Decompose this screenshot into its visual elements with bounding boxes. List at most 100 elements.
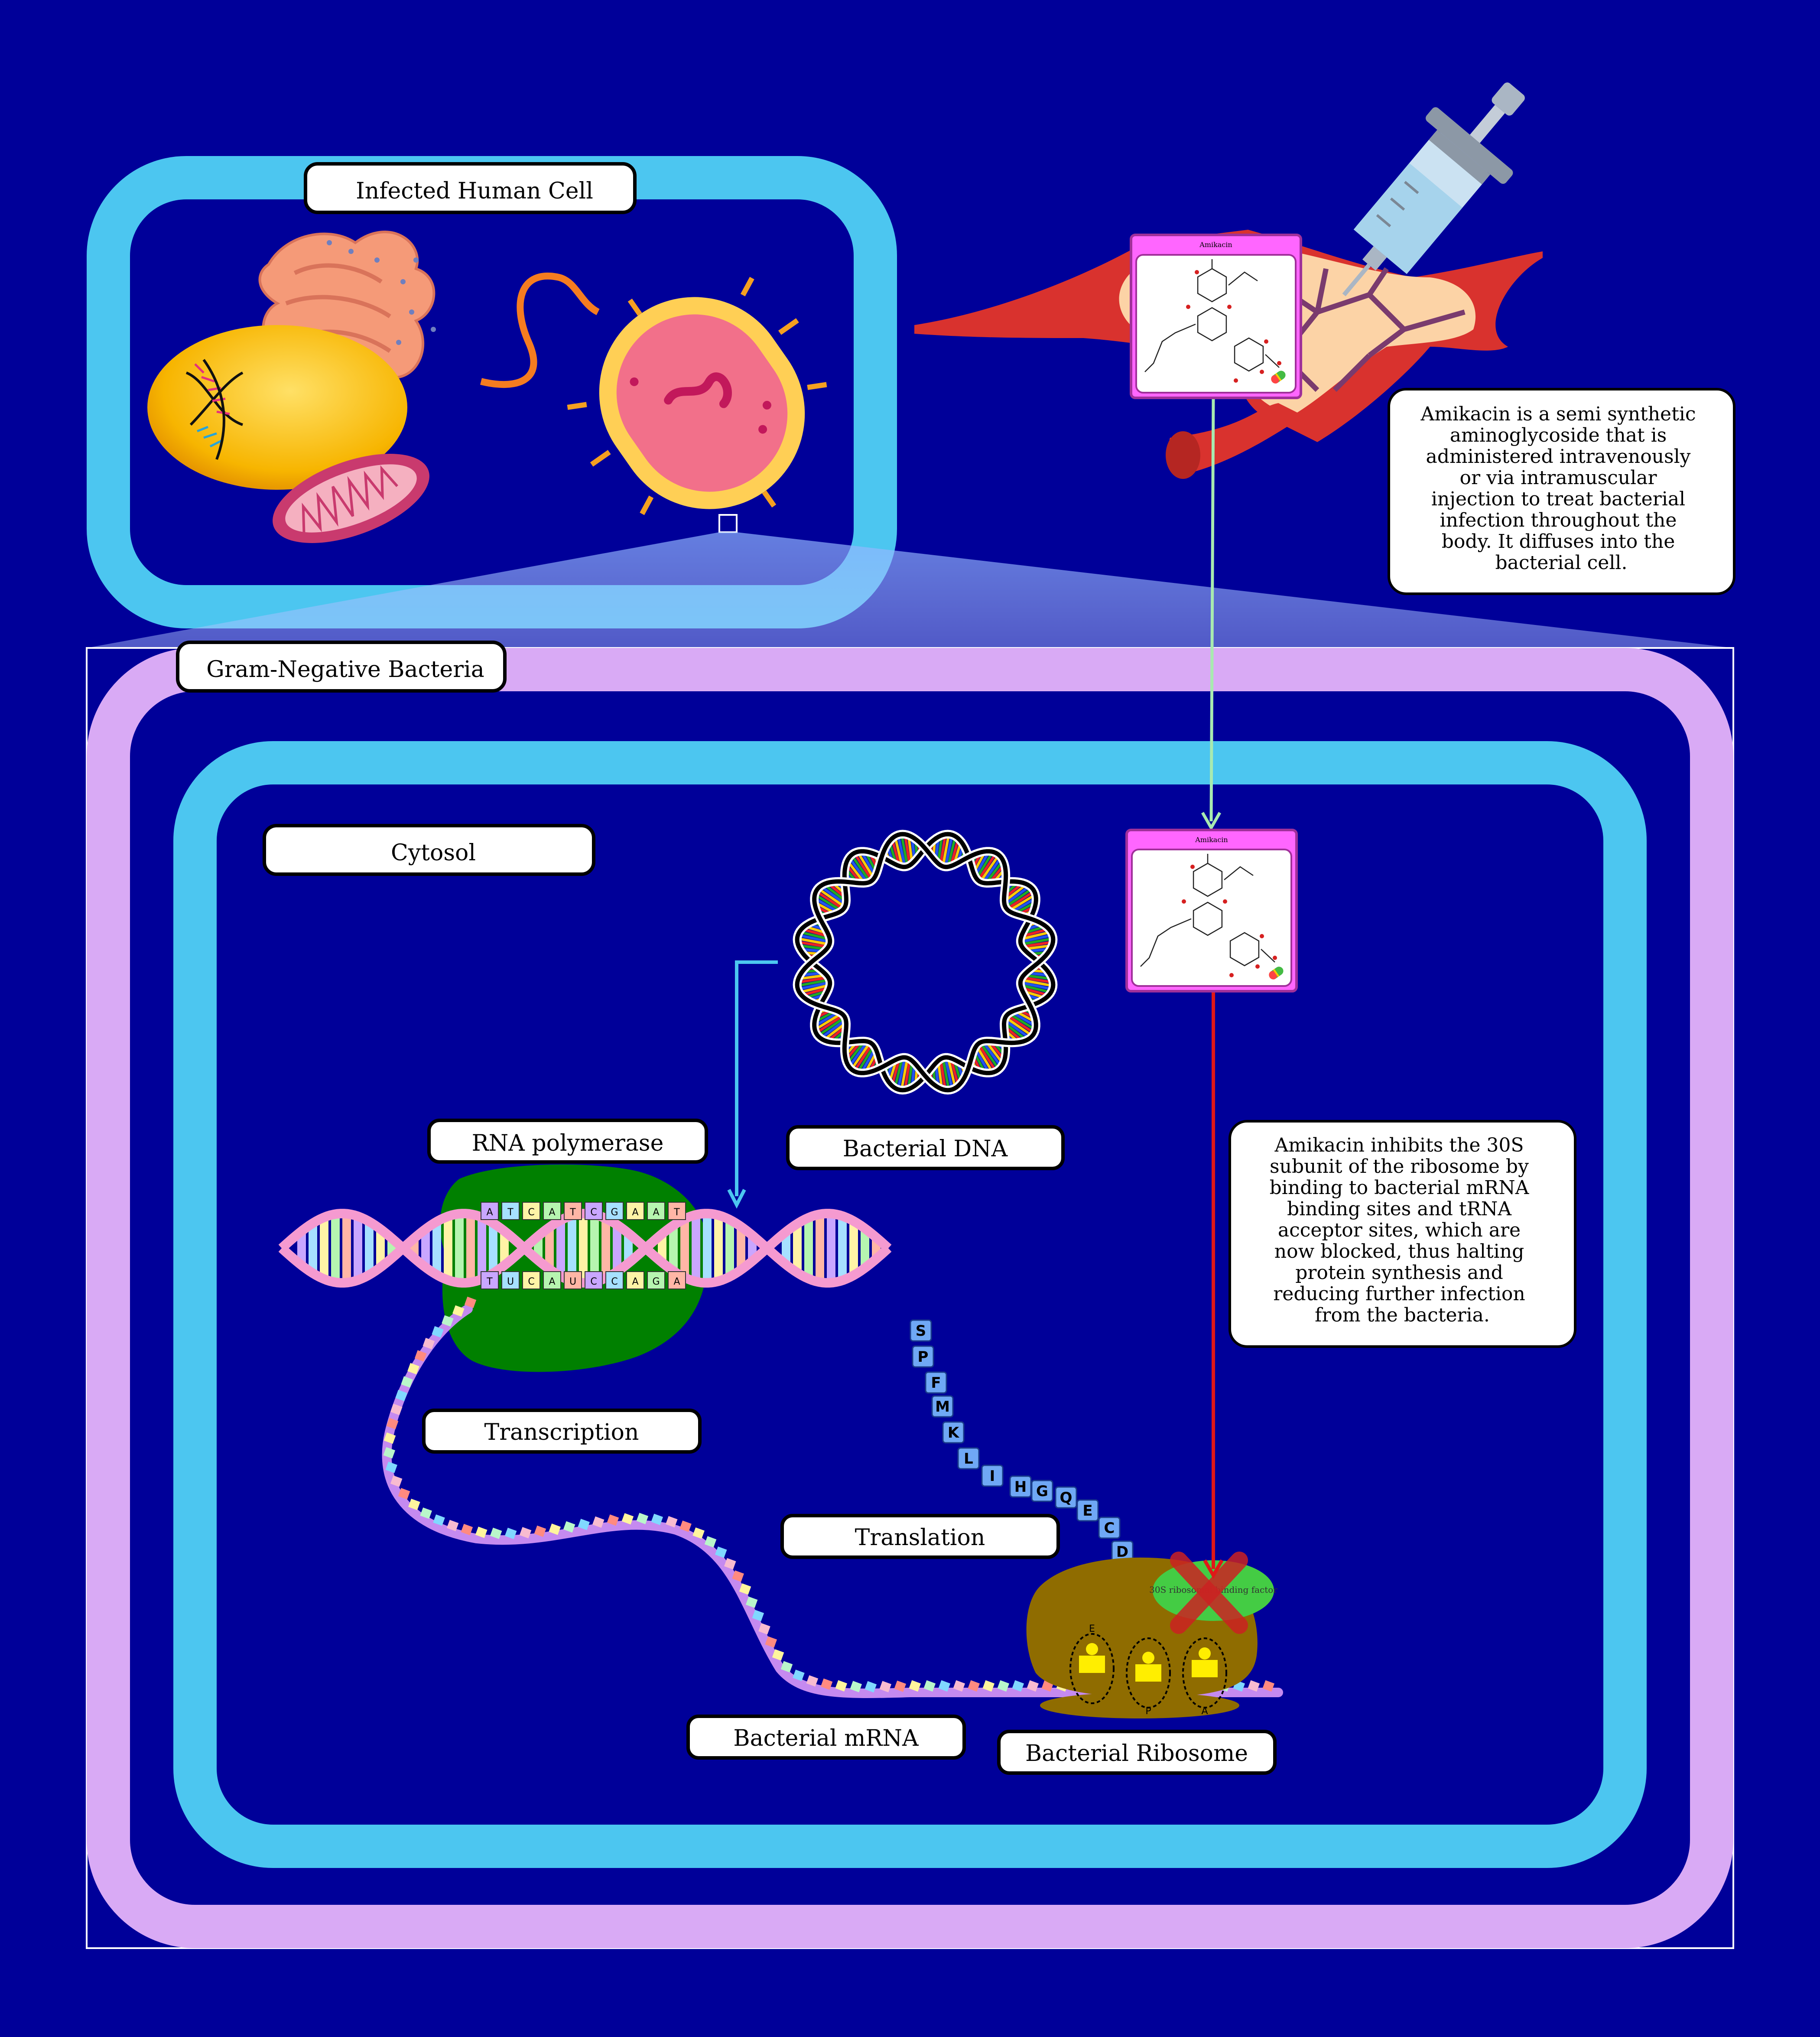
plasmid-base-pair: [1020, 983, 1052, 994]
mrna-nucleotide: [490, 1527, 502, 1539]
inhibition-arrow-head: [1203, 1559, 1224, 1579]
infected-cell-label: Infected Human Cell: [304, 162, 637, 214]
helix-base-letter: U: [507, 1276, 514, 1287]
mrna-nucleotide: [982, 1680, 995, 1692]
svg-text:P: P: [1145, 1706, 1151, 1717]
helix-base-pair: [601, 1218, 610, 1278]
plasmid-base-pair: [797, 937, 830, 946]
svg-text:Transcription: Transcription: [484, 1419, 639, 1445]
amikacin-structure-icon: [1144, 259, 1281, 383]
svg-text:Infected Human Cell: Infected Human Cell: [356, 178, 593, 204]
plasmid-base-pair: [819, 1018, 847, 1039]
helix-base-letter: A: [632, 1276, 638, 1287]
mrna-nucleotide: [651, 1513, 663, 1525]
plasmid-base-pair: [817, 1016, 846, 1037]
amino-acid-letter: G: [1036, 1483, 1048, 1500]
svg-text:Amikacin: Amikacin: [1199, 241, 1232, 249]
diffusion-arrow: [1209, 396, 1215, 822]
mrna-nucleotide: [563, 1521, 575, 1533]
mrna-nucleotide: [715, 1546, 727, 1558]
mrna-nucleotide: [422, 1337, 435, 1350]
molecule-ring: [1197, 268, 1227, 303]
plasmid-base-pair: [856, 1045, 875, 1074]
helix-base-pair: [478, 1217, 486, 1279]
plasmid-base-pair: [975, 1045, 994, 1074]
molecule-atom: [1277, 361, 1281, 365]
molecule-atom: [1190, 865, 1195, 869]
mitochondrion-icon: [273, 454, 429, 543]
mrna-nucleotide: [835, 1680, 848, 1692]
svg-text:E: E: [1089, 1624, 1095, 1634]
amino-acid-letter: L: [964, 1450, 973, 1468]
svg-text:Translation: Translation: [855, 1525, 985, 1551]
mrna-nucleotide: [420, 1507, 432, 1519]
plasmid-base-pair: [853, 852, 874, 882]
syringe-icon: [1342, 82, 1525, 296]
plasmid-base-pair: [939, 1059, 947, 1090]
helix-base-letter: C: [528, 1207, 534, 1218]
mrna-nucleotide: [780, 1661, 793, 1673]
plasmid-base-pair: [977, 1043, 998, 1072]
plasmid-base-pair: [1022, 976, 1053, 984]
plasmid-base-pair: [850, 1041, 871, 1071]
plasmid-strand-outline: [793, 830, 1058, 1095]
mrna-nucleotide: [732, 1570, 744, 1582]
helix-base-pair: [703, 1214, 712, 1283]
mrna-nucleotide: [385, 1461, 397, 1473]
plasmid-base-pair: [944, 834, 954, 867]
helix-base-pair: [320, 1217, 328, 1279]
mrna-nucleotide: [923, 1680, 936, 1692]
mrna-nucleotide: [679, 1520, 692, 1532]
mrna-nucleotide: [724, 1558, 736, 1570]
svg-text:Bacterial mRNA: Bacterial mRNA: [733, 1725, 919, 1751]
plasmid-base-pair: [797, 940, 829, 948]
mrna-nucleotide: [386, 1418, 399, 1429]
helix-base-tile: [481, 1202, 499, 1220]
plasmid-base-pair: [979, 1041, 1000, 1071]
mrna-nucleotide: [383, 1447, 396, 1459]
translation-label: Translation: [780, 1514, 1060, 1559]
bacterium-pilus: [480, 272, 600, 388]
plasmid-base-pair: [1004, 885, 1031, 906]
amino-acid-letter: Q: [1060, 1489, 1072, 1507]
plasmid-base-pair: [1020, 978, 1053, 987]
helix-base-pair: [309, 1223, 317, 1273]
amino-acid-letter: C: [1104, 1520, 1115, 1537]
delivery-note: Amikacin is a semi synthetic aminoglycos…: [1388, 388, 1736, 595]
helix-base-pair: [838, 1216, 847, 1281]
helix-base-tile: [543, 1271, 561, 1289]
helix-base-pair: [782, 1232, 790, 1265]
helix-base-tile: [605, 1202, 624, 1220]
plasmid-base-pair: [1006, 890, 1035, 911]
mrna-nucleotide: [401, 1376, 413, 1388]
amino-acid: [925, 1371, 947, 1394]
mrna-nucleotide: [578, 1519, 590, 1530]
helix-base-tile: [564, 1202, 582, 1220]
plasmid-base-pair: [941, 1058, 950, 1090]
plasmid-base-pair: [1004, 1018, 1031, 1039]
mrna-nucleotide: [390, 1475, 403, 1487]
amino-acid: [981, 1464, 1004, 1487]
plasmid-base-pair: [799, 931, 830, 941]
capsule-icon: [1269, 966, 1284, 979]
svg-text:Bacterial Ribosome: Bacterial Ribosome: [1025, 1741, 1248, 1767]
plasmid-base-pair: [946, 1057, 957, 1089]
helix-base-tile: [668, 1271, 686, 1289]
mrna-nucleotide: [464, 1296, 477, 1308]
plasmid-base-pair: [856, 851, 875, 879]
helix-base-pair: [545, 1227, 554, 1269]
helix-base-pair: [590, 1214, 599, 1282]
amino-acid: [910, 1319, 932, 1342]
plasmid-base-pair: [900, 1058, 909, 1090]
plasmid-base-pair: [1004, 1016, 1034, 1037]
bacterial-ribosome-label: Bacterial Ribosome: [997, 1730, 1277, 1775]
amino-acid: [912, 1345, 934, 1368]
mrna-nucleotide: [433, 1514, 445, 1526]
nucleus-icon: [147, 325, 407, 490]
helix-base-tile: [522, 1271, 540, 1289]
mrna-nucleotide: [1027, 1680, 1039, 1692]
molecule-atom: [1182, 899, 1186, 904]
helix-base-pair: [669, 1225, 678, 1271]
mrna-nucleotide: [692, 1527, 705, 1539]
